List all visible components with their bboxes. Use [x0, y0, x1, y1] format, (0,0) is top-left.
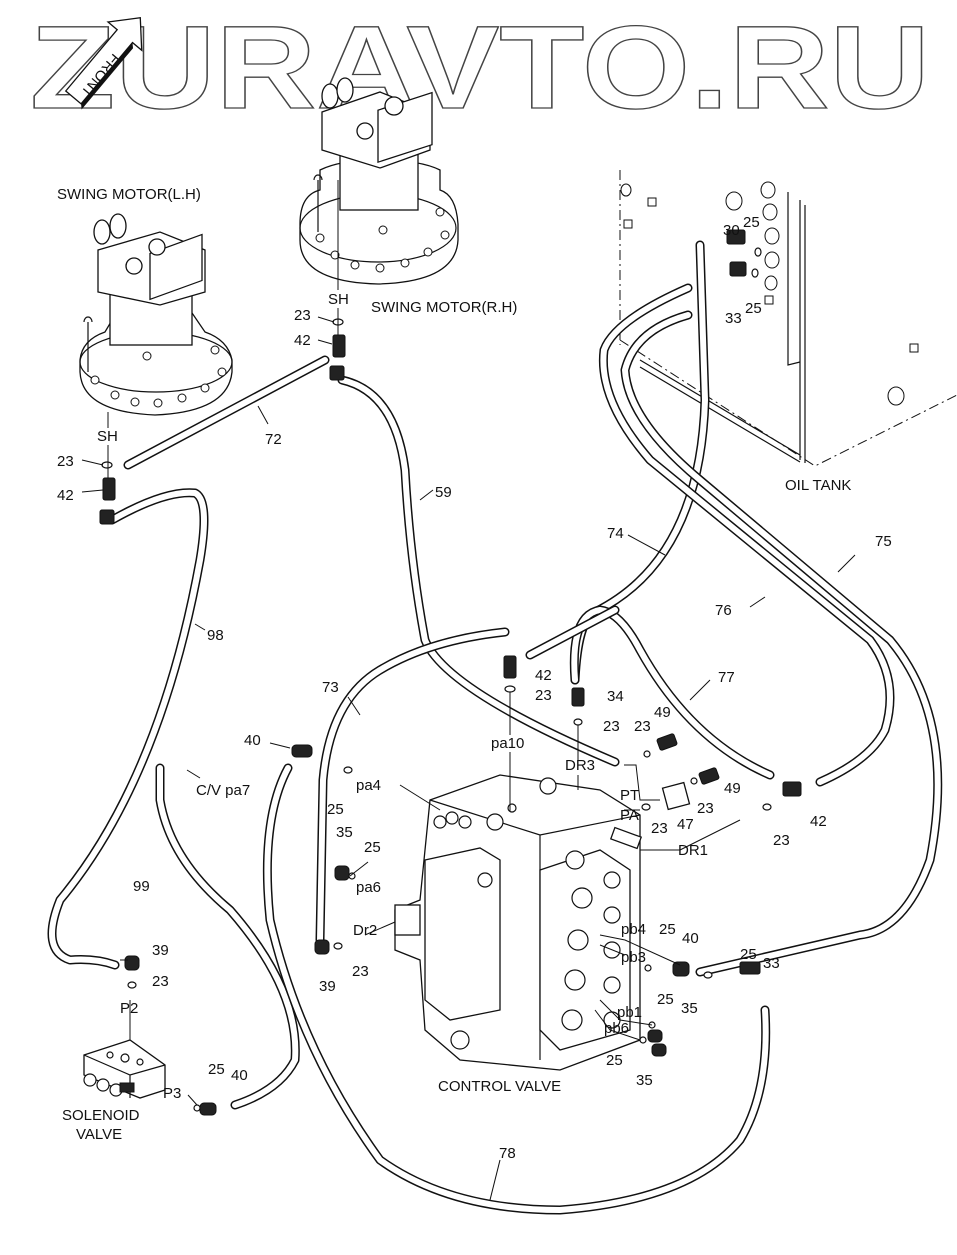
watermark-text: ZURAVTO.RU: [30, 2, 930, 134]
fittings: [99, 229, 802, 1116]
port-cv-pa7: C/V pa7: [196, 782, 250, 799]
oil-tank: [619, 170, 957, 467]
callout[interactable]: 23: [352, 963, 369, 980]
callout[interactable]: 75: [875, 533, 892, 550]
callout[interactable]: 23: [152, 973, 169, 990]
callout[interactable]: 33: [763, 955, 780, 972]
hose-99[interactable]: [155, 763, 300, 1110]
callout[interactable]: 25: [364, 839, 381, 856]
callout[interactable]: 25: [208, 1061, 225, 1078]
port-dr2: Dr2: [353, 922, 377, 939]
callout[interactable]: 30: [723, 222, 740, 239]
callout[interactable]: 35: [336, 824, 353, 841]
callout[interactable]: 39: [152, 942, 169, 959]
callout[interactable]: 25: [740, 946, 757, 963]
hose-98[interactable]: [47, 488, 209, 970]
port-pb1: pb1: [617, 1004, 642, 1021]
callout[interactable]: 40: [244, 732, 261, 749]
callout[interactable]: 34: [607, 688, 624, 705]
callout[interactable]: 42: [57, 487, 74, 504]
control-valve: [394, 774, 643, 1071]
control-valve-label: CONTROL VALVE: [438, 1078, 561, 1095]
callout[interactable]: 98: [207, 627, 224, 644]
solenoid-valve-label-line2: VALVE: [76, 1126, 122, 1143]
port-pb4: pb4: [621, 921, 646, 938]
hose-76[interactable]: [598, 283, 895, 787]
swing-motor-rh-label: SWING MOTOR(R.H): [371, 299, 517, 316]
hose-73[interactable]: [315, 627, 510, 945]
hose-72[interactable]: [123, 355, 330, 470]
port-dr3: DR3: [565, 757, 595, 774]
callout[interactable]: 23: [57, 453, 74, 470]
hose-78[interactable]: [262, 763, 771, 1215]
port-p2: P2: [120, 1000, 138, 1017]
callout[interactable]: 77: [718, 669, 735, 686]
callout[interactable]: 33: [725, 310, 742, 327]
callout[interactable]: 47: [677, 816, 694, 833]
callout[interactable]: 35: [636, 1072, 653, 1089]
callout[interactable]: 59: [435, 484, 452, 501]
hose-77[interactable]: [569, 605, 775, 780]
callout[interactable]: 40: [231, 1067, 248, 1084]
port-p3: P3: [163, 1085, 181, 1102]
callout[interactable]: 25: [606, 1052, 623, 1069]
callout[interactable]: 23: [651, 820, 668, 837]
port-pb6: pb6: [604, 1020, 629, 1037]
hose-short-pa10[interactable]: [525, 605, 620, 660]
callout[interactable]: 99: [133, 878, 150, 895]
callout[interactable]: 78: [499, 1145, 516, 1162]
callout[interactable]: 23: [535, 687, 552, 704]
callout[interactable]: 42: [294, 332, 311, 349]
port-pt: PT: [620, 787, 639, 804]
callout[interactable]: 74: [607, 525, 624, 542]
callout[interactable]: 25: [327, 801, 344, 818]
callout[interactable]: 49: [724, 780, 741, 797]
callout[interactable]: 73: [322, 679, 339, 696]
callout[interactable]: 25: [745, 300, 762, 317]
callout[interactable]: 25: [743, 214, 760, 231]
leader-lines: [81, 180, 856, 1201]
hose-75[interactable]: [620, 310, 943, 977]
port-dr1: DR1: [678, 842, 708, 859]
port-pb3: pb3: [621, 949, 646, 966]
callout[interactable]: 39: [319, 978, 336, 995]
port-sh-lh: SH: [97, 428, 118, 445]
solenoid-valve-label-line1: SOLENOID: [62, 1107, 140, 1124]
port-pa10: pa10: [491, 735, 524, 752]
callout[interactable]: 76: [715, 602, 732, 619]
callout[interactable]: 23: [603, 718, 620, 735]
callout[interactable]: 23: [773, 832, 790, 849]
swing-motor-lh-label: SWING MOTOR(L.H): [57, 186, 201, 203]
callout[interactable]: 40: [682, 930, 699, 947]
swing-motor-lh: [79, 213, 233, 416]
callout[interactable]: 23: [294, 307, 311, 324]
swing-motor-rh: [299, 77, 459, 285]
callout[interactable]: 42: [535, 667, 552, 684]
oil-tank-label: OIL TANK: [785, 477, 851, 494]
callout[interactable]: 25: [657, 991, 674, 1008]
callout[interactable]: 72: [265, 431, 282, 448]
port-pa: PA: [620, 807, 639, 824]
hose-59[interactable]: [337, 375, 620, 767]
callout[interactable]: 42: [810, 813, 827, 830]
callout[interactable]: 49: [654, 704, 671, 721]
callouts: 23 42 72 23 42 59 98 30 25 33 25 74 75 7…: [57, 214, 892, 1162]
port-pa4: pa4: [356, 777, 381, 794]
callout[interactable]: 35: [681, 1000, 698, 1017]
port-sh-rh: SH: [328, 291, 349, 308]
callout[interactable]: 23: [697, 800, 714, 817]
port-pa6: pa6: [356, 879, 381, 896]
callout[interactable]: 25: [659, 921, 676, 938]
solenoid-valve: [83, 1039, 166, 1099]
callout[interactable]: 23: [634, 718, 651, 735]
